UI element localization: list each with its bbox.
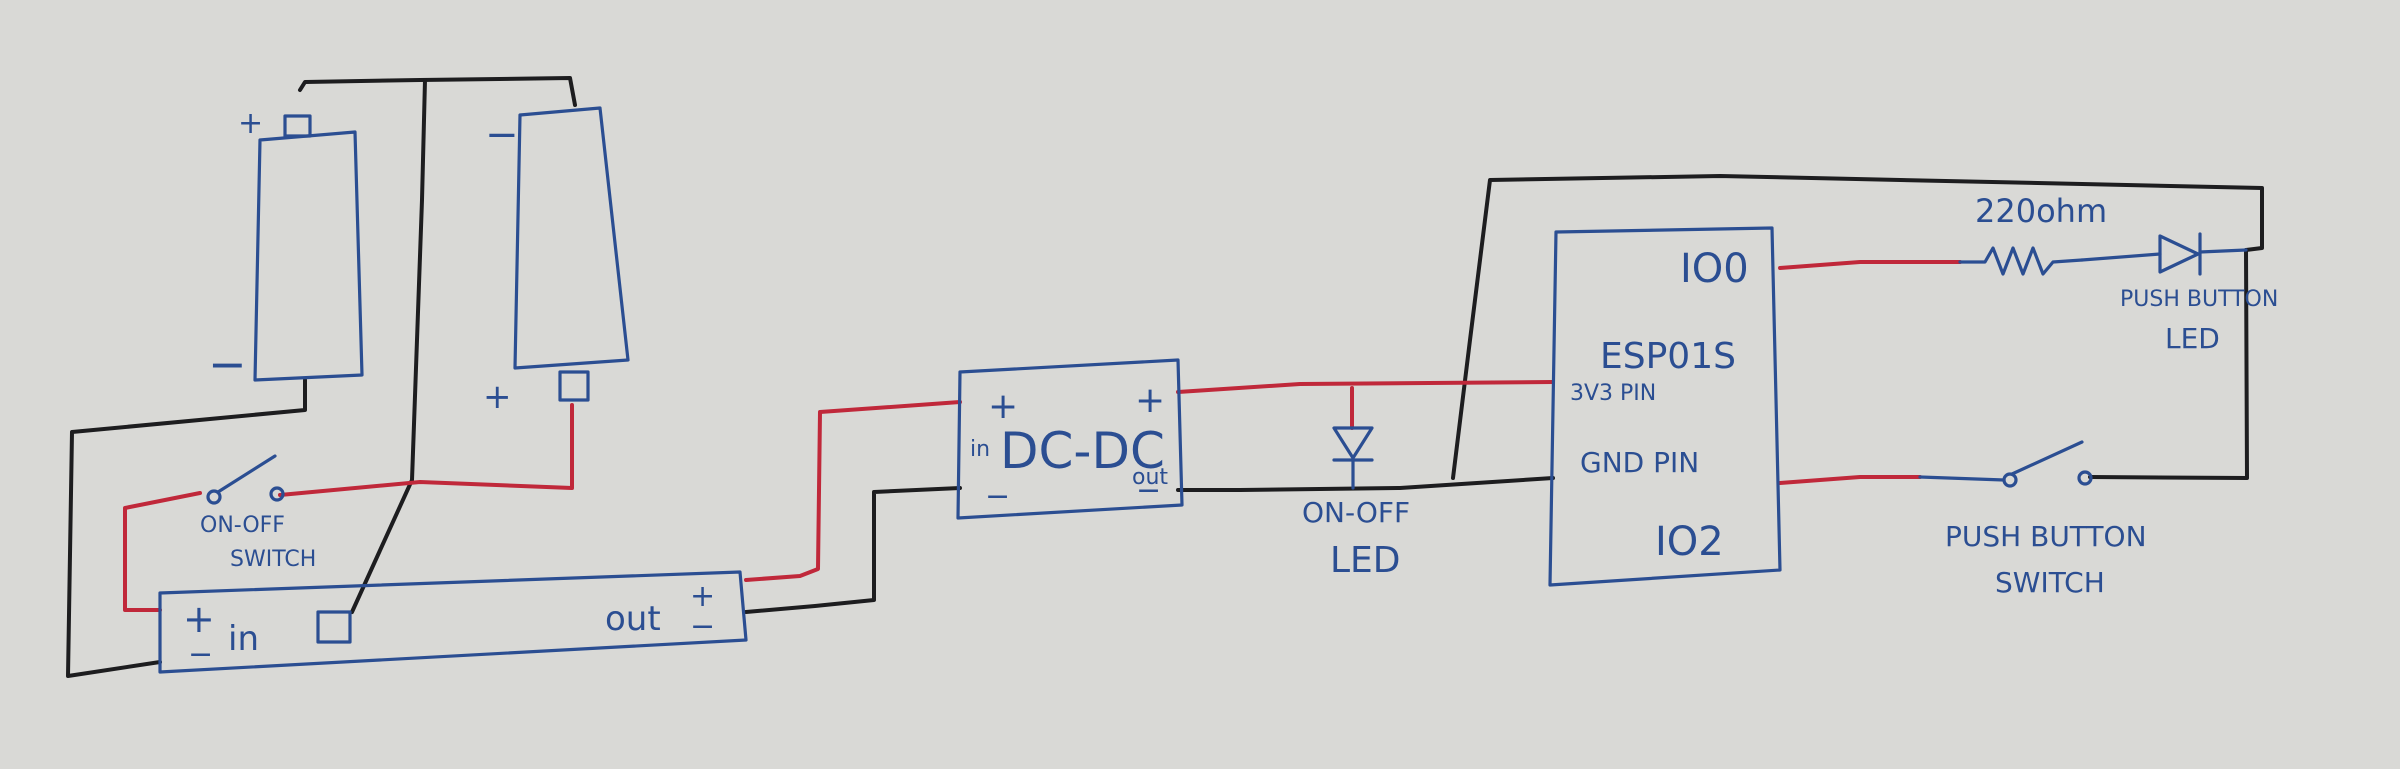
charger-out-minus-label: − xyxy=(690,609,715,644)
wire-led-return xyxy=(2088,248,2249,480)
onoff-switch-contact-right xyxy=(269,486,285,502)
ground-wires xyxy=(66,76,2264,678)
charger-board-switch-pad xyxy=(316,610,352,644)
resistor: 220ohm xyxy=(1958,192,2107,276)
dcdc-out-minus-label: − xyxy=(1136,473,1161,508)
charger-in-minus-label: − xyxy=(188,637,213,672)
dcdc-in-minus-label: − xyxy=(985,479,1010,514)
battery-right-plus-label: + xyxy=(483,377,512,417)
onoff-led: ON-OFF LED xyxy=(1302,426,1410,581)
battery-right-terminal xyxy=(558,370,590,402)
esp-body xyxy=(1548,226,1782,587)
push-switch-label-line1: PUSH BUTTON xyxy=(1945,520,2147,553)
esp-pin-io0: IO0 xyxy=(1680,246,1749,292)
battery-left: + − xyxy=(208,106,364,391)
push-led-label-line2: LED xyxy=(2165,322,2220,355)
onoff-switch: ON-OFF SWITCH xyxy=(200,454,316,572)
push-switch-contact-right xyxy=(2077,470,2093,486)
charger-board-body xyxy=(158,570,748,674)
wire-io2-to-switch xyxy=(1778,475,1922,485)
esp-title: ESP01S xyxy=(1600,336,1736,377)
positive-wires xyxy=(123,260,1962,612)
wire-charger-out-plus xyxy=(744,400,962,582)
dcdc-converter: + + in DC-DC out − − xyxy=(956,358,1184,520)
onoff-switch-label-line1: ON-OFF xyxy=(200,513,285,538)
battery-right-minus-label: − xyxy=(485,112,519,158)
wire-charger-in-plus xyxy=(123,491,202,612)
esp-pin-io2: IO2 xyxy=(1655,519,1724,565)
push-led-lead-in xyxy=(2080,252,2162,262)
push-switch-label-line2: SWITCH xyxy=(1995,566,2105,599)
battery-left-minus-label: − xyxy=(208,337,247,391)
battery-right: − + xyxy=(483,106,630,417)
push-switch-contact-left xyxy=(2002,472,2018,488)
wire-charger-out-minus xyxy=(744,486,962,614)
dcdc-out-plus-label: + xyxy=(1135,380,1165,421)
charger-in-plus-label: + xyxy=(183,597,215,641)
wire-gnd-loop xyxy=(1451,174,2264,480)
battery-left-plus-label: + xyxy=(238,106,263,141)
wire-switch-to-battery-plus xyxy=(278,403,574,497)
onoff-switch-contact-left xyxy=(206,489,222,505)
dcdc-body xyxy=(956,358,1184,520)
onoff-led-label-line2: LED xyxy=(1330,540,1401,581)
wire-dcdc-out-minus xyxy=(1176,476,1555,492)
push-button-led: PUSH BUTTON LED xyxy=(2080,232,2278,355)
dcdc-title: DC-DC xyxy=(1000,422,1165,480)
wire-left-battery-minus xyxy=(66,378,307,678)
dcdc-in-plus-label: + xyxy=(988,386,1018,427)
esp-pin-gnd: GND PIN xyxy=(1580,446,1699,479)
wire-dcdc-out-plus xyxy=(1176,380,1555,394)
onoff-switch-lever xyxy=(216,454,277,494)
esp-pin-3v3: 3V3 PIN xyxy=(1570,381,1656,406)
resistor-label: 220ohm xyxy=(1975,192,2107,230)
push-led-lead-out xyxy=(2198,248,2248,254)
resistor-zigzag-icon xyxy=(1958,246,2084,276)
onoff-switch-label-line2: SWITCH xyxy=(230,547,316,572)
push-switch-lever xyxy=(2010,440,2084,476)
battery-right-body xyxy=(513,106,630,370)
dcdc-in-label: in xyxy=(970,437,990,462)
push-led-diode-icon xyxy=(2158,234,2200,274)
push-switch-lead-left xyxy=(1918,475,2006,482)
charger-in-label: in xyxy=(228,619,259,659)
onoff-led-diode-icon xyxy=(1332,426,1374,460)
charger-board: + − in out + − xyxy=(158,570,748,674)
wire-battery-link-top xyxy=(298,76,577,107)
battery-left-body xyxy=(253,130,364,382)
onoff-led-label-line1: ON-OFF xyxy=(1302,496,1410,529)
wire-io0-to-resistor xyxy=(1778,260,1962,270)
dcdc-out-label: out xyxy=(1132,465,1168,490)
charger-out-plus-label: + xyxy=(690,579,715,614)
battery-left-terminal xyxy=(283,114,312,138)
esp01s-module: IO0 ESP01S 3V3 PIN GND PIN IO2 xyxy=(1548,226,1782,587)
wire-midpoint-to-charger xyxy=(350,78,427,614)
charger-out-label: out xyxy=(605,599,661,639)
push-led-label-line1: PUSH BUTTON xyxy=(2120,287,2278,312)
push-button-switch: PUSH BUTTON SWITCH xyxy=(1918,440,2147,599)
